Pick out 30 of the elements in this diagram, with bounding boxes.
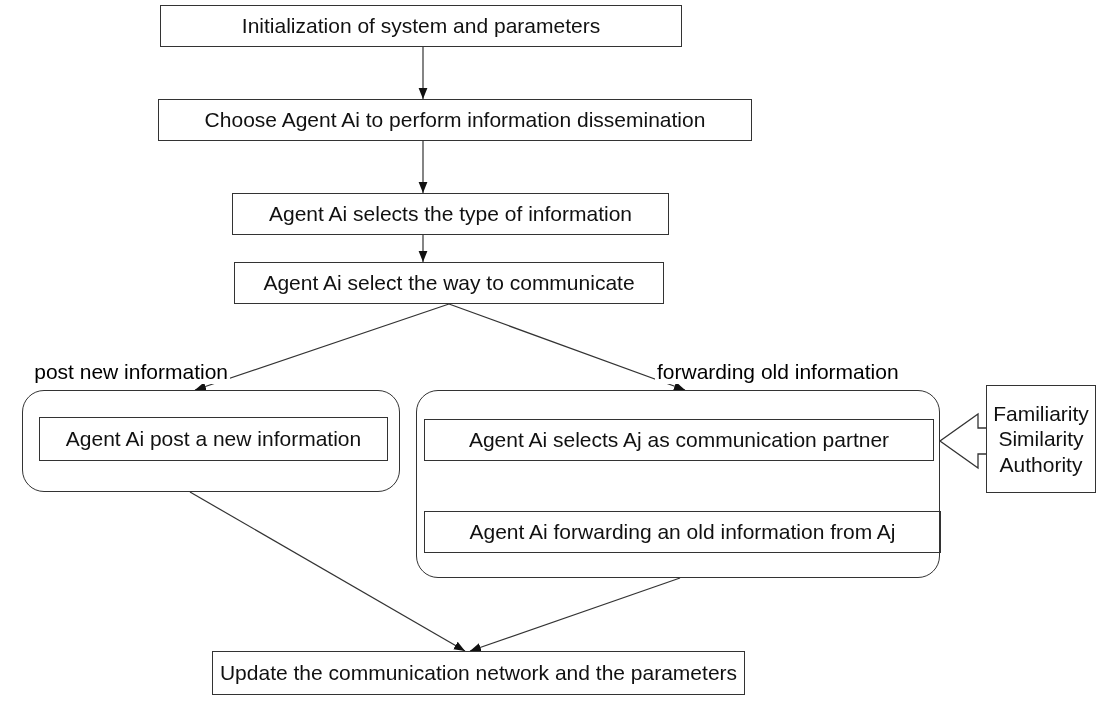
group-box	[22, 390, 400, 492]
arrow	[418, 46, 428, 100]
arrow	[469, 577, 681, 652]
arrow	[194, 303, 450, 391]
process-box	[234, 262, 664, 304]
arrow	[189, 491, 466, 652]
process-box	[986, 385, 1096, 493]
arrow	[448, 303, 686, 391]
node-text: Similarity	[998, 426, 1084, 452]
node-text: Agent Ai post a new information	[65, 426, 362, 452]
node-text: Familiarity	[993, 401, 1089, 427]
process-box	[158, 99, 752, 141]
node-text: Agent Ai selects Aj as communication partner	[468, 427, 890, 453]
group-box	[416, 390, 940, 578]
node-text: Authority	[999, 451, 1083, 477]
process-box	[39, 417, 388, 461]
process-box	[212, 651, 745, 695]
node-text: Agent Ai forwarding an old information from Aj	[469, 519, 896, 545]
process-box	[160, 5, 682, 47]
node-text: Choose Agent Ai to perform information dissemination	[204, 107, 706, 133]
process-box	[232, 193, 669, 235]
arrow	[418, 140, 428, 194]
node-text: Agent Ai selects the type of information	[268, 201, 632, 227]
process-box	[424, 419, 934, 461]
node-text: Update the communication network and the parameters	[219, 660, 738, 686]
block-arrow	[938, 412, 987, 470]
node-text: Initialization of system and parameters	[241, 13, 601, 39]
node-text: Agent Ai select the way to communicate	[263, 270, 635, 296]
process-box	[424, 511, 941, 553]
arrow	[418, 234, 428, 263]
